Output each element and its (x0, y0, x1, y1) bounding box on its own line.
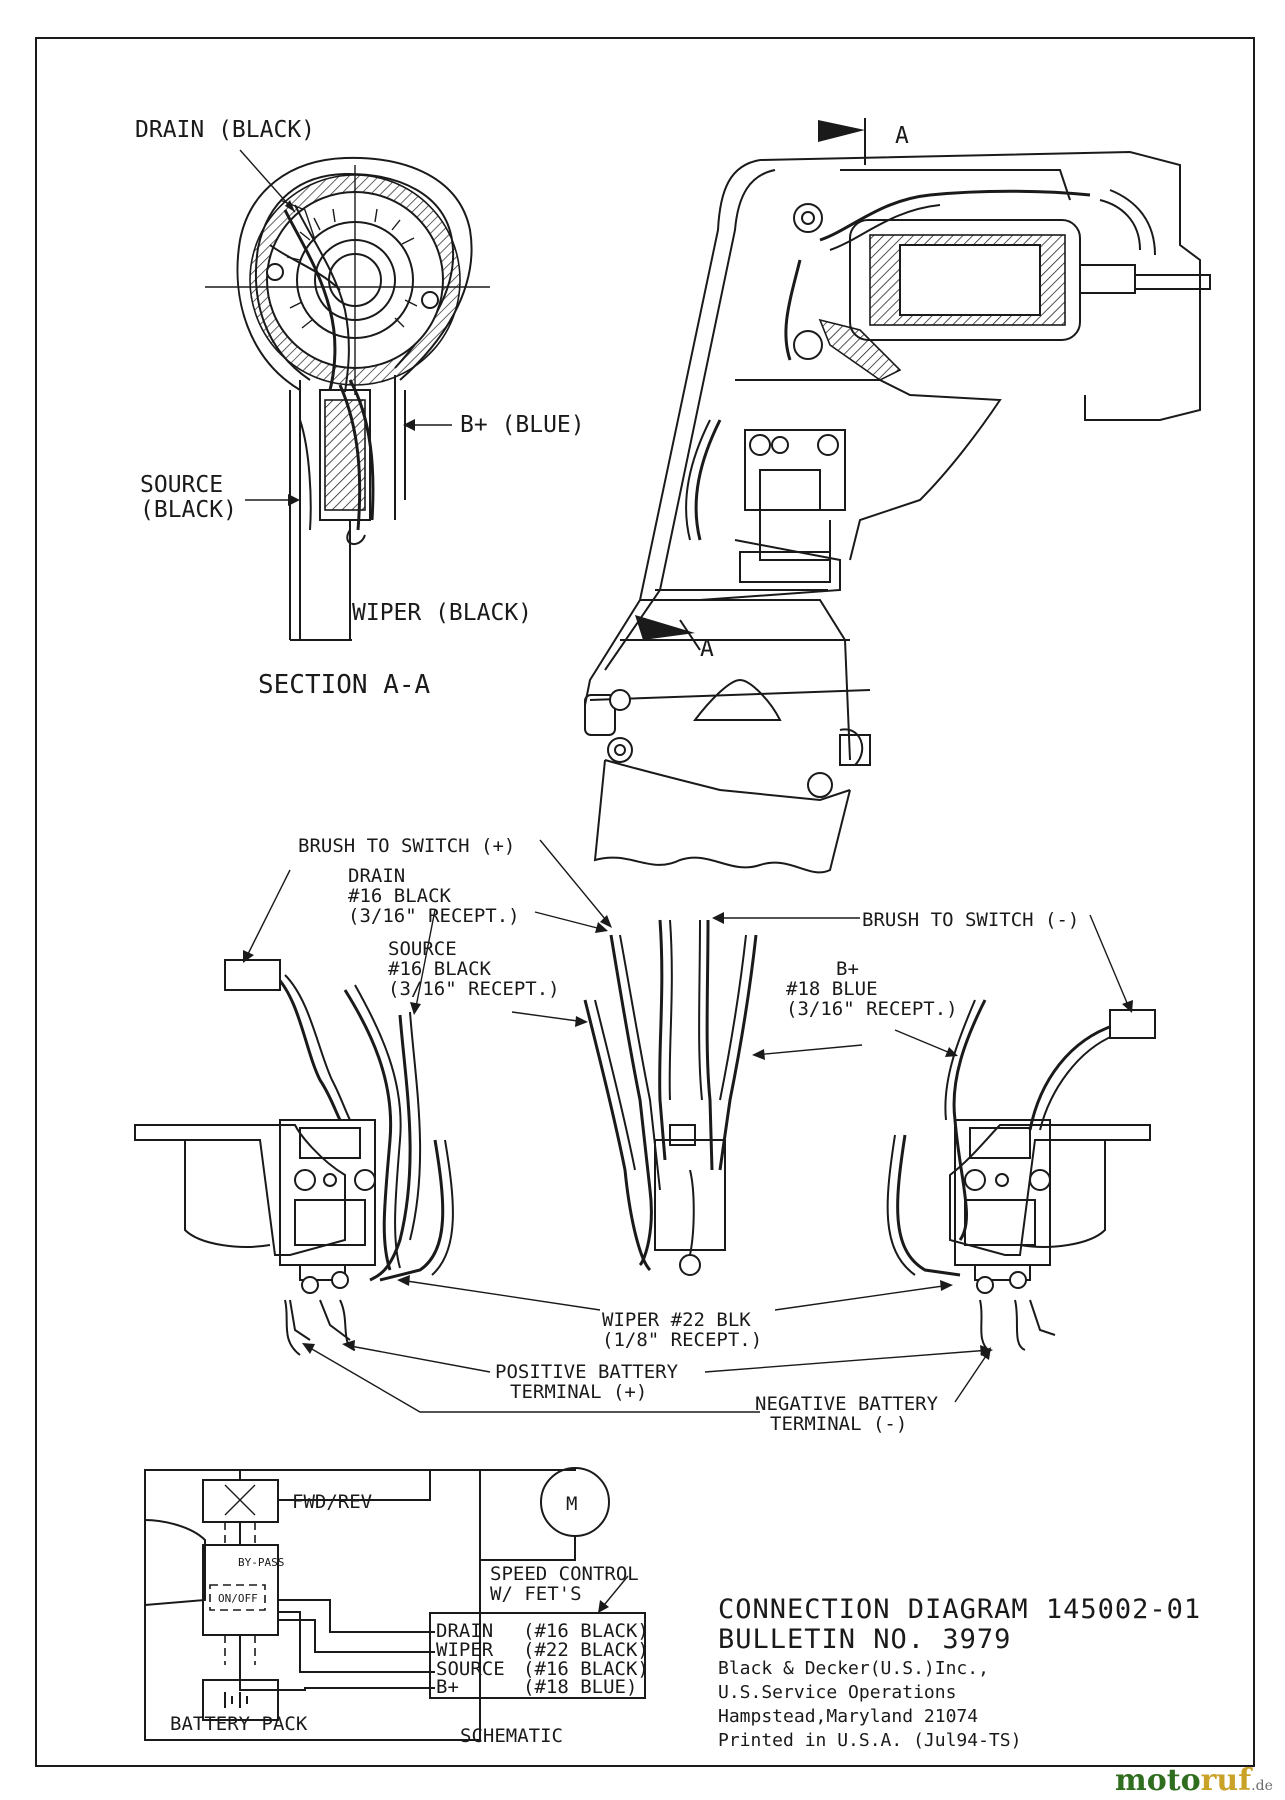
on-off-label: ON/OFF (218, 1592, 258, 1605)
page-border (35, 37, 1255, 1767)
schematic-drawing (144, 1467, 646, 1741)
schematic-row-wire: (#18 BLUE) (523, 1676, 637, 1698)
title-block-line5: Hampstead,Maryland 21074 (718, 1706, 978, 1727)
bplus-wire-label-2: #18 BLUE (786, 978, 878, 1000)
watermark-part3: .de (1251, 1778, 1273, 1794)
title-block-line4: U.S.Service Operations (718, 1682, 956, 1703)
positive-terminal-label-2: TERMINAL (+) (510, 1381, 647, 1403)
source-label: SOURCE (140, 472, 223, 498)
bplus-wire-label-3: (3/16" RECEPT.) (786, 998, 958, 1020)
watermark-logo: motoruf.de (1115, 1763, 1273, 1798)
motor-label: M (566, 1493, 577, 1515)
section-arrow-mid-label: A (700, 636, 714, 662)
schematic-row-name: SOURCE (436, 1658, 505, 1680)
brush-to-switch-minus-label: BRUSH TO SWITCH (-) (862, 909, 1079, 931)
bplus-blue-label: B+ (BLUE) (460, 412, 585, 438)
negative-terminal-label-2: TERMINAL (-) (770, 1413, 907, 1435)
schematic-row-wire: (#16 BLACK) (523, 1658, 649, 1680)
schematic-row-name: DRAIN (436, 1620, 493, 1642)
drain-wire-label-2: #16 BLACK (348, 885, 452, 907)
schematic-title: SCHEMATIC (460, 1725, 563, 1747)
drain-wire-label-1: DRAIN (348, 865, 405, 887)
by-pass-label: BY-PASS (238, 1556, 284, 1569)
wiper-black-label: WIPER (BLACK) (352, 600, 532, 626)
watermark-part1: moto (1115, 1763, 1201, 1798)
wiper-wire-label-1: WIPER #22 BLK (602, 1309, 751, 1331)
speed-control-label-2: W/ FET'S (490, 1583, 582, 1605)
source-black-label: (BLACK) (140, 497, 237, 523)
speed-control-label-1: SPEED CONTROL (490, 1563, 639, 1585)
wiper-wire-label-2: (1/8" RECEPT.) (602, 1329, 762, 1351)
bplus-wire-label-1: B+ (836, 958, 859, 980)
fwd-rev-label: FWD/REV (292, 1491, 372, 1513)
drain-wire-label-3: (3/16" RECEPT.) (348, 905, 520, 927)
source-wire-label-1: SOURCE (388, 938, 457, 960)
section-a-a-drawing (205, 149, 490, 641)
title-block-line6: Printed in U.S.A. (Jul94-TS) (718, 1730, 1021, 1751)
section-arrow-top-label: A (895, 123, 909, 149)
battery-pack-label: BATTERY PACK (170, 1713, 308, 1735)
positive-terminal-label-1: POSITIVE BATTERY (495, 1361, 679, 1383)
source-wire-label-2: #16 BLACK (388, 958, 492, 980)
title-block-line2: BULLETIN NO. 3979 (718, 1624, 1011, 1655)
schematic-row-name: B+ (436, 1676, 459, 1698)
watermark-part2: ruf (1201, 1763, 1254, 1798)
title-block-line3: Black & Decker(U.S.)Inc., (718, 1658, 989, 1679)
wiring-views-drawing (134, 839, 1156, 1413)
brush-to-switch-plus-label: BRUSH TO SWITCH (+) (298, 835, 515, 857)
schematic-row-wire: (#16 BLACK) (523, 1620, 649, 1642)
tool-cutaway-drawing (584, 118, 1211, 874)
schematic-row-wire: (#22 BLACK) (523, 1639, 649, 1661)
section-title: SECTION A-A (258, 670, 431, 700)
drain-black-label: DRAIN (BLACK) (135, 117, 315, 143)
negative-terminal-label-1: NEGATIVE BATTERY (755, 1393, 939, 1415)
title-block-line1: CONNECTION DIAGRAM 145002-01 (718, 1594, 1201, 1625)
source-wire-label-3: (3/16" RECEPT.) (388, 978, 560, 1000)
schematic-row-name: WIPER (436, 1639, 494, 1661)
